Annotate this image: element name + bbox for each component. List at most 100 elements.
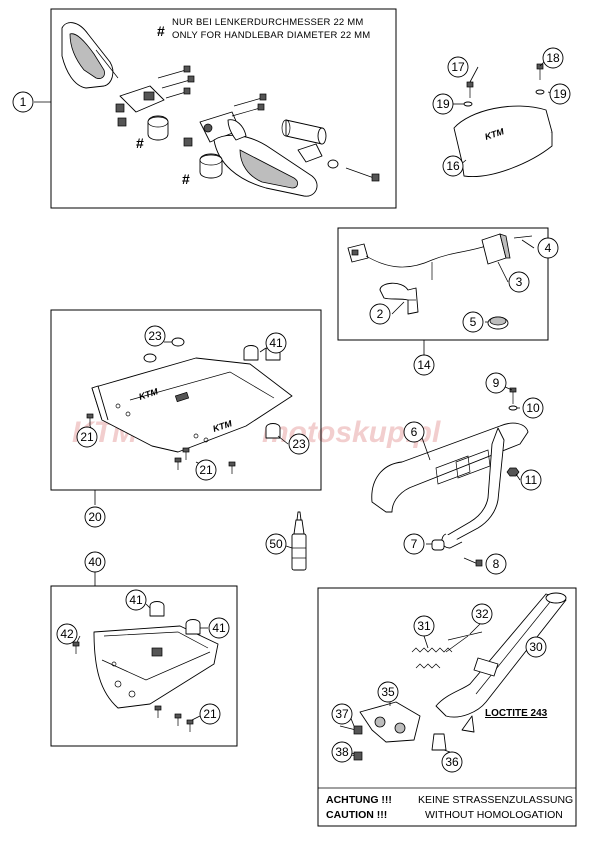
svg-text:21: 21 xyxy=(199,463,213,477)
callout-8: 8 xyxy=(485,553,507,575)
svg-text:17: 17 xyxy=(451,60,465,74)
callout-4: 4 xyxy=(537,237,559,259)
sensor-frame xyxy=(337,227,549,341)
svg-text:11: 11 xyxy=(525,473,538,487)
callout-50: 50 xyxy=(265,533,287,555)
svg-text:40: 40 xyxy=(88,555,102,569)
callout-11: 11 xyxy=(520,469,542,491)
stand-springs xyxy=(411,631,483,669)
svg-text:1: 1 xyxy=(20,95,27,109)
svg-text:30: 30 xyxy=(529,640,543,654)
svg-text:3: 3 xyxy=(516,275,523,289)
callout-6: 6 xyxy=(403,421,425,443)
svg-text:10: 10 xyxy=(526,401,540,415)
callout-14: 14 xyxy=(413,354,435,376)
callout-31: 31 xyxy=(413,615,435,637)
engine-guard-bumpers xyxy=(149,601,201,635)
svg-text:21: 21 xyxy=(80,430,94,444)
handguard-frame xyxy=(50,8,397,209)
handlebar-note-de: NUR BEI LENKERDURCHMESSER 22 MM xyxy=(172,17,363,28)
callout-41-upper: 41 xyxy=(125,589,147,611)
callout-21-bottom: 21 xyxy=(195,459,217,481)
side-stand xyxy=(435,592,567,718)
svg-text:8: 8 xyxy=(493,557,500,571)
svg-text:41: 41 xyxy=(269,336,283,350)
svg-text:18: 18 xyxy=(546,51,560,65)
side-stand-frame xyxy=(317,587,577,827)
svg-text:41: 41 xyxy=(129,593,143,607)
warning-label-de: ACHTUNG !!! xyxy=(326,794,392,806)
handlebar-note-en: ONLY FOR HANDLEBAR DIAMETER 22 MM xyxy=(172,30,370,41)
callout-9: 9 xyxy=(485,372,507,394)
warning-box: ACHTUNG !!! KEINE STRASSENZULASSUNG CAUT… xyxy=(318,787,576,821)
callout-23-top: 23 xyxy=(144,325,166,347)
callout-20: 20 xyxy=(84,506,106,528)
svg-text:50: 50 xyxy=(269,537,283,551)
callout-42: 42 xyxy=(56,623,78,645)
handlebar-clamp-right xyxy=(199,153,223,179)
svg-text:14: 14 xyxy=(417,358,431,372)
callout-7: 7 xyxy=(403,533,425,555)
callout-19-right: 19 xyxy=(549,83,571,105)
callout-21-left: 21 xyxy=(76,426,98,448)
hash-marker-1: # xyxy=(136,135,144,151)
callout-5: 5 xyxy=(462,311,484,333)
svg-text:6: 6 xyxy=(411,425,418,439)
callout-16: 16 xyxy=(442,155,464,177)
callout-3: 3 xyxy=(508,271,530,293)
callout-19-left: 19 xyxy=(432,93,454,115)
svg-text:23: 23 xyxy=(292,437,306,451)
svg-text:41: 41 xyxy=(212,621,226,635)
svg-text:32: 32 xyxy=(475,607,489,621)
callout-36: 36 xyxy=(441,751,463,773)
callout-40: 40 xyxy=(84,551,106,573)
callout-10: 10 xyxy=(522,397,544,419)
seat-pad-part: KTM xyxy=(453,105,553,178)
stand-bolts xyxy=(339,725,447,761)
svg-text:9: 9 xyxy=(493,376,500,390)
callout-37: 37 xyxy=(331,703,353,725)
svg-text:16: 16 xyxy=(446,159,460,173)
callouts: 1 17 18 19 19 16 4 3 2 5 14 9 10 6 11 7 … xyxy=(12,47,571,773)
engine-guard xyxy=(93,625,219,709)
hash-marker-2: # xyxy=(182,171,190,187)
callout-32: 32 xyxy=(471,603,493,625)
sensor-unit xyxy=(481,233,533,265)
handguard-left xyxy=(61,22,119,89)
stand-bracket xyxy=(359,701,421,743)
svg-text:20: 20 xyxy=(88,510,102,524)
warning-text-de: KEINE STRASSENZULASSUNG xyxy=(418,794,573,806)
svg-text:35: 35 xyxy=(381,685,395,699)
engine-guard-screws xyxy=(72,641,194,732)
callout-2: 2 xyxy=(369,303,391,325)
callout-17: 17 xyxy=(447,56,469,78)
warning-text-en: WITHOUT HOMOLOGATION xyxy=(425,809,563,821)
svg-text:7: 7 xyxy=(411,537,418,551)
rear-rack xyxy=(371,422,529,549)
loctite-pointer xyxy=(461,715,475,733)
svg-text:5: 5 xyxy=(470,315,477,329)
warning-label-en: CAUTION !!! xyxy=(326,809,387,821)
loctite-bottle xyxy=(291,511,307,571)
callout-21-guard: 21 xyxy=(199,703,221,725)
svg-text:42: 42 xyxy=(60,627,74,641)
callout-41-right: 41 xyxy=(208,617,230,639)
sensor-connector xyxy=(347,243,487,280)
callout-30: 30 xyxy=(525,636,547,658)
svg-text:2: 2 xyxy=(377,307,384,321)
skid-plate-screws xyxy=(86,413,236,474)
bar-end-weight xyxy=(281,119,327,145)
callout-23-right: 23 xyxy=(288,433,310,455)
svg-text:36: 36 xyxy=(445,755,459,769)
engine-guard-frame xyxy=(50,585,238,747)
handguard-right-shield xyxy=(227,119,247,141)
sensor-magnet xyxy=(487,316,509,330)
svg-text:37: 37 xyxy=(335,707,349,721)
callout-38: 38 xyxy=(331,741,353,763)
svg-text:21: 21 xyxy=(203,707,217,721)
skid-plate: KTM KTM xyxy=(91,357,293,453)
callout-35: 35 xyxy=(377,681,399,703)
callout-41-top: 41 xyxy=(265,332,287,354)
handguard-right xyxy=(213,134,323,197)
